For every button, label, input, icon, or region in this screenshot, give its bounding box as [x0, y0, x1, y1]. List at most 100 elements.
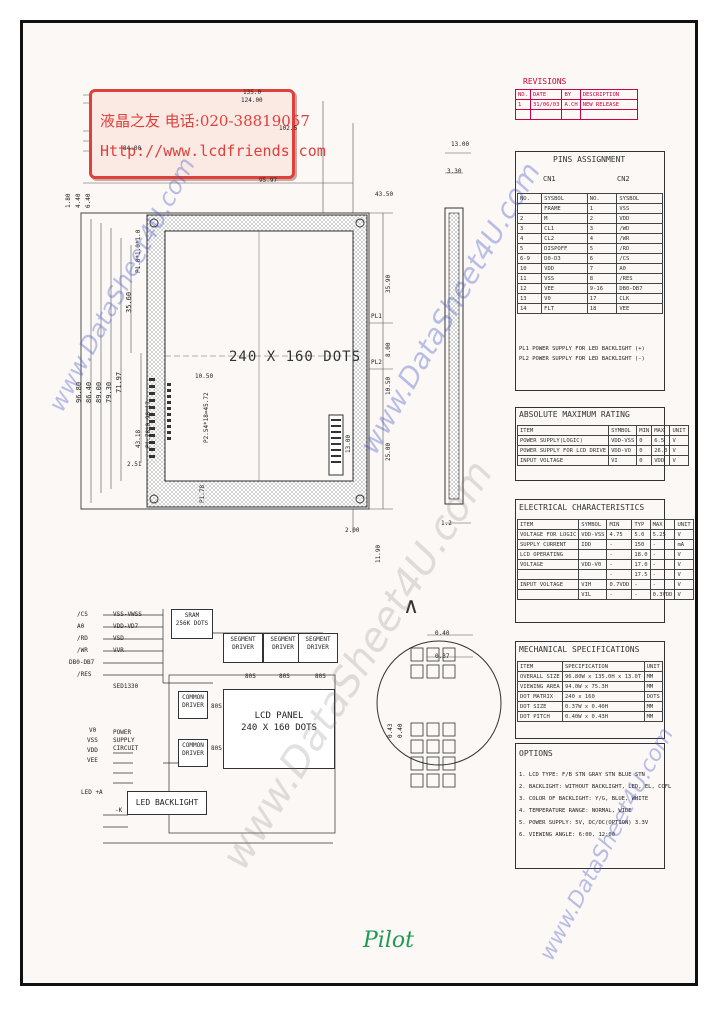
options-box	[515, 743, 665, 869]
pwr-v0: V0	[89, 727, 97, 734]
stamp-phone: 液晶之友 电话:020-38819057	[100, 112, 310, 130]
elec-cell: 150	[631, 539, 651, 550]
label-1050-left: 10.50	[195, 373, 214, 380]
pins-cell: 4	[516, 233, 543, 244]
mech-cell: UNIT	[643, 661, 664, 672]
mech-cell: MM	[643, 671, 664, 682]
dot-dim-040b: 0.40	[397, 723, 404, 738]
elec-cell: TYP	[631, 519, 651, 530]
pins-cell: M	[541, 213, 588, 224]
lcd-panel-block: LCD PANEL 240 X 160 DOTS	[223, 689, 335, 769]
dim-440: 4.40	[75, 193, 82, 208]
elec-cell: V	[674, 559, 694, 570]
elec-row: LCD OPERATING-18.0-V	[516, 549, 694, 560]
pins-cell: D0-D3	[541, 253, 588, 264]
elec-cell: VIL	[578, 589, 608, 600]
elec-cell: -	[606, 559, 633, 570]
pilot-logo: Pilot	[363, 928, 414, 953]
dot-dim-037: 0.37	[435, 653, 450, 660]
absmax-cell: V	[669, 435, 689, 446]
absmax-cell: POWER SUPPLY FOR LCD DRIVE	[516, 445, 610, 456]
options-title: OPTIONS	[519, 749, 553, 758]
panel-dots-label: 240 X 160 DOTS	[229, 349, 362, 365]
pins-cell: 5	[586, 243, 618, 254]
mech-cell: 240 x 160	[562, 691, 645, 702]
mech-cell: 0.37W x 0.40H	[562, 701, 645, 712]
dim-800: 8.00	[385, 342, 392, 357]
pins-cell: 17	[586, 293, 618, 304]
pwr-vee: VEE	[87, 757, 98, 764]
elec-cell: -	[649, 549, 676, 560]
pl1-label: PL1	[371, 313, 382, 320]
elec-cell: -	[631, 579, 651, 590]
pins-cell: 1	[586, 203, 618, 214]
sig-vdd: VDD-VD7	[113, 623, 139, 630]
pl2-label: PL2	[371, 359, 382, 366]
common-driver-2: COMMON DRIVER	[178, 739, 208, 767]
bus-1: 80S	[245, 673, 256, 680]
power-supply-block: POWER SUPPLY CIRCUIT	[113, 729, 139, 752]
dim-135: 135.0	[243, 89, 262, 96]
segment-driver-3: SEGMENT DRIVER	[298, 633, 338, 663]
bus-5: 80S	[211, 745, 222, 752]
absmax-cell: POWER SUPPLY(LOGIC)	[516, 435, 610, 446]
dim-3590: 35.90	[385, 274, 392, 293]
pins-cell: 14	[516, 303, 543, 314]
elec-cell: -	[649, 579, 676, 590]
rev-h-by: BY	[561, 89, 581, 100]
pwr-vdd: VDD	[87, 747, 98, 754]
dim-8900: 89.00	[95, 381, 103, 403]
absmax-cell: VDD-VSS	[608, 435, 638, 446]
pins-cell: VSS	[541, 273, 588, 284]
elec-cell: MAX	[649, 519, 676, 530]
absmax-cell: VDD	[651, 455, 671, 466]
dim-8640: 86.40	[85, 381, 93, 403]
pins-cell: 9-16	[586, 283, 618, 294]
option-item: 1. LCD TYPE: F/B STN GRAY STN BLUE STN	[519, 772, 645, 778]
pins-h-sym2: SYSBOL	[616, 193, 663, 204]
bus-3: 80S	[315, 673, 326, 680]
elec-cell: -	[649, 559, 676, 570]
revisions-table: NO. DATE BY DESCRIPTION 1 31/06/03 A.CH …	[515, 89, 638, 120]
elec-cell: IDD	[578, 539, 608, 550]
elec-cell: -	[631, 589, 651, 600]
absmax-cell: MAX	[651, 425, 671, 436]
elec-cell: VOLTAGE	[516, 559, 580, 570]
dim-200: 2.00	[345, 527, 360, 534]
mech-cell: DOT SIZE	[517, 701, 563, 712]
mech-cell: MM	[643, 681, 664, 692]
pins-cell: 3	[586, 223, 618, 234]
pins-h-sym1: SYSBOL	[541, 193, 588, 204]
pins-cell: /WD	[616, 223, 663, 234]
elec-cell: 4.75	[606, 529, 633, 540]
rev-date: 31/06/03	[529, 99, 563, 110]
elec-cell: SUPPLY CURRENT	[516, 539, 580, 550]
elec-cell: -	[606, 549, 633, 560]
elec-cell: -	[649, 569, 676, 580]
absmax-cell: 0	[636, 435, 653, 446]
elec-cell	[578, 549, 608, 560]
dim-1300-conn: 13.00	[345, 434, 352, 453]
stamp-url[interactable]: Http://www.lcdfriends.com	[100, 142, 326, 160]
pins-cell: VDD	[616, 213, 663, 224]
elec-cell: VDD-VSS	[578, 529, 608, 540]
mech-title: MECHANICAL SPECIFICATIONS	[519, 645, 640, 654]
mech-cell: SPECIFICATION	[562, 661, 645, 672]
pins-cell: /RD	[616, 243, 663, 254]
pins-cell: 7	[586, 263, 618, 274]
pins-cell: CLK	[616, 293, 663, 304]
elec-cell: mA	[674, 539, 694, 550]
pins-cell: V0	[541, 293, 588, 304]
